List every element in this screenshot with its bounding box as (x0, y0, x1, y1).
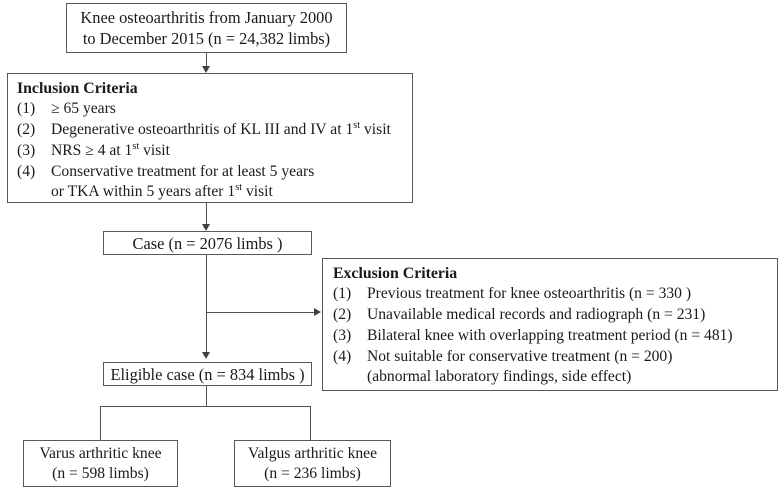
exclusion-item-2: (2) Unavailable medical records and radi… (333, 305, 777, 326)
inclusion-item-2-number: (2) (17, 120, 36, 138)
inclusion-list: (1) ≥ 65 years (2) Degenerative osteoart… (17, 99, 412, 203)
exclusion-item-4-number: (4) (333, 347, 352, 365)
inclusion-item-3: (3) NRS ≥ 4 at 1st visit (17, 141, 412, 162)
exclusion-item-1-number: (1) (333, 285, 352, 303)
exclusion-title: Exclusion Criteria (333, 265, 458, 282)
varus-line-2: (n = 598 limbs) (52, 464, 149, 482)
ordinal-suffix: st (132, 140, 140, 152)
inclusion-item-4-continuation: or TKA within 5 years after 1st visit (51, 182, 273, 201)
eligible-case-label: Eligible case (n = 834 limbs ) (110, 364, 305, 384)
exclusion-item-4: (4) Not suitable for conservative treatm… (333, 347, 777, 368)
varus-line-1: Varus arthritic knee (39, 444, 162, 462)
connector-source-to-inclusion (206, 53, 207, 67)
exclusion-item-3-number: (3) (333, 326, 352, 344)
connector-to-exclusion (207, 312, 314, 313)
exclusion-item-1-text: Previous treatment for knee osteoarthrit… (367, 285, 692, 303)
node-eligible-case: Eligible case (n = 834 limbs ) (103, 362, 312, 386)
ordinal-suffix: st (353, 119, 361, 131)
arrowhead-inclusion-to-case (202, 224, 210, 231)
inclusion-item-3-number: (3) (17, 141, 36, 159)
exclusion-item-1: (1) Previous treatment for knee osteoart… (333, 284, 777, 305)
exclusion-item-2-text: Unavailable medical records and radiogra… (367, 305, 706, 323)
node-exclusion-criteria: Exclusion Criteria (1) Previous treatmen… (322, 258, 778, 391)
connector-inclusion-to-case (206, 203, 207, 224)
connector-split-to-varus (100, 406, 101, 440)
inclusion-item-2: (2) Degenerative osteoarthritis of KL II… (17, 120, 412, 141)
exclusion-item-3-text: Bilateral knee with overlapping treatmen… (367, 326, 733, 344)
node-valgus-arthritic-knee: Valgus arthritic knee (n = 236 limbs) (234, 440, 391, 487)
exclusion-item-4-continuation: (abnormal laboratory findings, side effe… (367, 368, 632, 386)
connector-eligible-trunk (206, 386, 207, 406)
inclusion-item-4: (4) Conservative treatment for at least … (17, 162, 412, 183)
exclusion-item-3: (3) Bilateral knee with overlapping trea… (333, 326, 777, 347)
valgus-line-2: (n = 236 limbs) (264, 464, 361, 482)
source-line-1: Knee osteoarthritis from January 2000 (80, 8, 333, 27)
exclusion-item-4-text: Not suitable for conservative treatment … (367, 347, 673, 365)
ordinal-suffix: st (235, 182, 243, 194)
valgus-line-1: Valgus arthritic knee (247, 444, 378, 462)
connector-case-to-eligible (206, 255, 207, 352)
case-label: Case (n = 2076 limbs ) (132, 233, 283, 253)
connector-split-to-valgus (310, 406, 311, 440)
inclusion-item-2-text: Degenerative osteoarthritis of KL III an… (51, 119, 391, 138)
node-source-population: Knee osteoarthritis from January 2000 to… (66, 3, 347, 53)
source-line-2: to December 2015 (n = 24,382 limbs) (82, 29, 331, 48)
node-case: Case (n = 2076 limbs ) (103, 231, 312, 255)
exclusion-item-2-number: (2) (333, 305, 352, 323)
node-varus-arthritic-knee: Varus arthritic knee (n = 598 limbs) (23, 440, 178, 487)
inclusion-item-1-text: ≥ 65 years (51, 100, 116, 118)
arrowhead-source-to-inclusion (202, 66, 210, 73)
inclusion-item-4-text: Conservative treatment for at least 5 ye… (51, 162, 315, 180)
arrowhead-to-exclusion (314, 308, 321, 316)
connector-split-horizontal (100, 406, 311, 407)
inclusion-item-1-number: (1) (17, 100, 36, 118)
inclusion-item-1: (1) ≥ 65 years (17, 99, 412, 120)
exclusion-list: (1) Previous treatment for knee osteoart… (333, 284, 777, 388)
inclusion-item-3-text: NRS ≥ 4 at 1st visit (51, 140, 170, 159)
inclusion-title: Inclusion Criteria (17, 80, 138, 97)
arrowhead-case-to-eligible (202, 352, 210, 359)
inclusion-item-4-number: (4) (17, 162, 36, 180)
node-inclusion-criteria: Inclusion Criteria (1) ≥ 65 years (2) De… (7, 73, 413, 203)
